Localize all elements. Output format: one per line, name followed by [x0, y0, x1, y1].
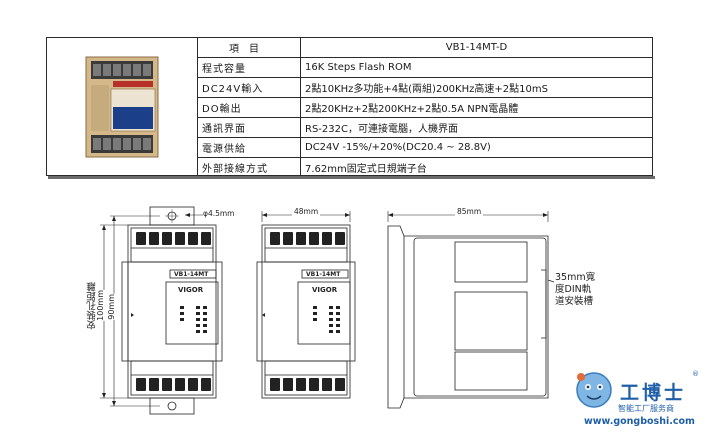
spec-key: 外部接線方式	[198, 157, 301, 177]
front-view-mounting	[121, 206, 223, 415]
spec-value: 2點20KHz+2點200KHz+2點0.5A NPN電晶體	[300, 97, 652, 118]
spec-header-model: VB1-14MT-D	[300, 38, 652, 58]
watermark-logo: 工博士 ® 智能工厂服务商 www.gongboshi.com	[572, 368, 702, 440]
width-dimension-label: 48mm	[292, 207, 321, 216]
spec-key: 電源供給	[198, 137, 301, 158]
brand-label-2: VIGOR	[312, 286, 338, 294]
spec-value: 16K Steps Flash ROM	[300, 57, 652, 78]
watermark-url: www.gongboshi.com	[584, 416, 695, 427]
registered-mark: ®	[692, 370, 699, 378]
din-rail-note: 35mm寬 度DIN軌 道安裝槽	[555, 272, 595, 308]
din-line: 度DIN軌	[555, 284, 592, 295]
spec-header-key: 項目	[198, 38, 301, 58]
spec-panel-shadow	[48, 176, 655, 179]
spec-row: 程式容量 16K Steps Flash ROM	[198, 57, 652, 78]
mount-distance-value: 100mm	[96, 290, 105, 321]
terminal-screws	[136, 232, 345, 391]
led-indicators	[180, 306, 340, 333]
spec-key: 程式容量	[198, 57, 301, 78]
depth-dimension-label: 85mm	[455, 207, 484, 216]
spec-row: 通訊界面 RS-232C，可連接電腦，人機界面	[198, 117, 652, 138]
hole-diameter-label: φ4.5mm	[203, 209, 235, 218]
spec-key: DO輸出	[198, 97, 301, 118]
model-label-2: VB1-14MT	[306, 271, 341, 278]
front-view	[256, 224, 356, 399]
spec-row: 電源供給 DC24V -15%/+20%(DC20.4 ~ 28.8V)	[198, 137, 652, 158]
product-photo	[47, 38, 198, 175]
brand-label-1: VIGOR	[178, 286, 204, 294]
spec-panel: 項目 VB1-14MT-D 程式容量 16K Steps Flash ROM D…	[46, 37, 653, 177]
height-value: 90mm	[107, 294, 116, 320]
spec-key: 通訊界面	[198, 117, 301, 138]
spec-row: DO輸出 2點20KHz+2點200KHz+2點0.5A NPN電晶體	[198, 97, 652, 118]
watermark-title: 工博士	[620, 382, 687, 404]
spec-value: 7.62mm固定式日規端子台	[305, 164, 427, 175]
din-line: 35mm寬	[555, 272, 596, 283]
side-view	[387, 225, 555, 409]
spec-row: DC24V輸入 2點10KHz多功能+4點(兩組)200KHz高速+2點10mS	[198, 77, 652, 98]
spec-value: DC24V -15%/+20%(DC20.4 ~ 28.8V)	[300, 137, 652, 158]
robot-mascot-icon	[576, 372, 612, 408]
spec-table: 項目 VB1-14MT-D 程式容量 16K Steps Flash ROM D…	[198, 38, 652, 177]
spec-value: RS-232C，可連接電腦，人機界面	[300, 117, 652, 138]
model-label-1: VB1-14MT	[174, 271, 209, 278]
spec-header-row: 項目 VB1-14MT-D	[198, 38, 652, 58]
spec-key: DC24V輸入	[198, 77, 301, 98]
spec-value: 2點10KHz多功能+4點(兩組)200KHz高速+2點10mS	[300, 77, 652, 98]
spec-row: 外部接線方式 7.62mm固定式日規端子台	[198, 157, 652, 177]
din-line: 道安裝槽	[555, 296, 594, 307]
watermark-subtitle: 智能工厂服务商	[618, 404, 674, 413]
